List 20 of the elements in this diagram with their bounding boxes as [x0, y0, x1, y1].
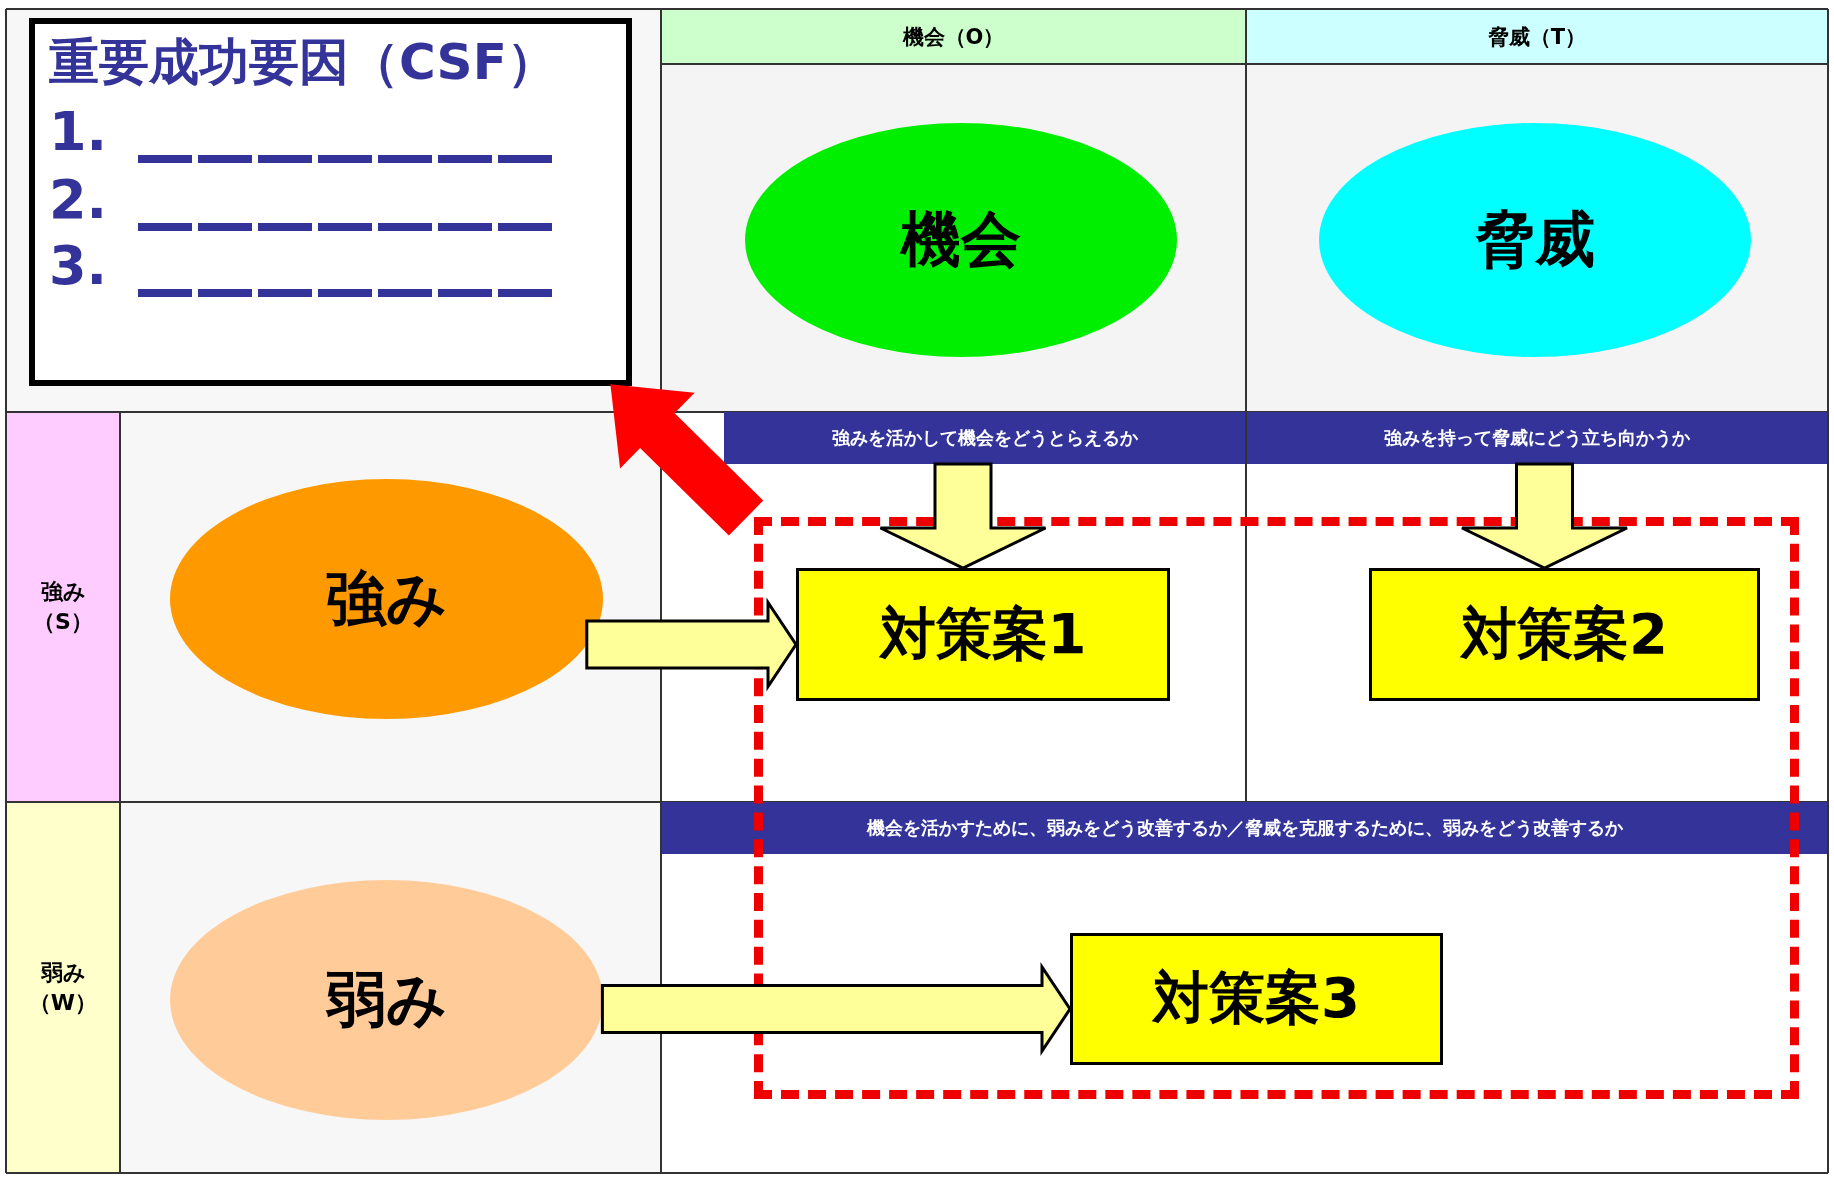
- banner: 強みを持って脅威にどう立ち向かうか: [1247, 412, 1827, 464]
- row-header: 強み（S）: [7, 413, 119, 801]
- column-header: 機会（O）: [662, 10, 1245, 63]
- plan-box: 対策案3: [1070, 933, 1443, 1065]
- list-number: 3.: [49, 236, 108, 296]
- plan-box: 対策案2: [1369, 568, 1760, 701]
- block-arrow: [585, 597, 798, 692]
- heading: 重要成功要因（CSF）: [49, 32, 557, 92]
- banner: 強みを活かして機会をどうとらえるか: [724, 412, 1245, 464]
- callout-box: [29, 18, 632, 386]
- row-header: 弱み（W）: [7, 803, 119, 1172]
- banner: 機会を活かすために、弱みをどう改善するか／脅威を克服するために、弱みをどう改善するか: [662, 802, 1827, 854]
- block-arrow: [600, 962, 1072, 1056]
- block-arrow: [879, 462, 1047, 570]
- block-arrow: [610, 384, 764, 536]
- list-number: 2.: [49, 170, 108, 230]
- block-arrow: [1460, 462, 1629, 570]
- list-number: 1.: [49, 102, 108, 162]
- column-header: 脅威（T）: [1247, 10, 1827, 63]
- plan-box: 対策案1: [796, 568, 1170, 701]
